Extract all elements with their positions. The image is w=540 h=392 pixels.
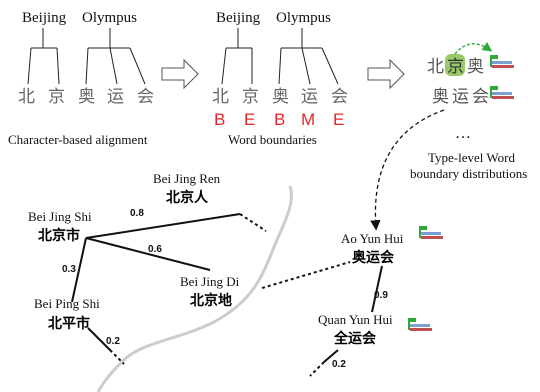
node-chinese: 奥运会	[352, 249, 395, 266]
panel1-char-4: 运	[107, 87, 124, 107]
panel3-ellipsis: …	[455, 125, 471, 142]
panel3-row1-char-2: 京	[447, 57, 464, 77]
node-chinese: 全运会	[333, 330, 377, 347]
flag	[421, 226, 427, 230]
node-chinese: 北京市	[38, 227, 80, 244]
node-chinese: 北京人	[166, 189, 209, 206]
node-pinyin: Bei Ping Shi	[34, 296, 100, 311]
flag	[410, 318, 416, 322]
bar-red	[492, 96, 514, 99]
panel2-characters: 北 京 奥 运 会	[212, 87, 348, 107]
node-bei-ping-shi: Bei Ping Shi 北平市	[34, 296, 100, 332]
highlight-arrow	[454, 41, 493, 55]
bar-blue	[492, 92, 512, 95]
panel3-row2-char-1: 奥	[432, 87, 449, 107]
distribution-glyphs	[408, 55, 514, 331]
node-quan-yun-hui: Quan Yun Hui 全运会	[318, 312, 393, 347]
panel1-char-5: 会	[137, 87, 154, 107]
step-arrow-2	[367, 58, 405, 90]
node-pinyin: Bei Jing Ren	[153, 171, 221, 186]
tag-5: E	[333, 110, 344, 129]
node-chinese: 北京地	[190, 292, 232, 309]
distribution-glyph	[408, 318, 432, 331]
weight-ao-quan: 0.9	[374, 290, 388, 301]
panel2-char-5: 会	[331, 87, 348, 107]
weight-shi-ren: 0.8	[130, 208, 144, 219]
tag-1: B	[214, 110, 225, 129]
distribution-glyph	[490, 86, 514, 99]
panel-character-alignment: Beijing Olympus 北 京 奥 运 会 Character-base…	[8, 10, 154, 147]
step-arrow-1	[161, 58, 199, 90]
weight-quan-out: 0.2	[332, 359, 346, 370]
flag-pole	[490, 86, 492, 98]
river	[96, 185, 293, 392]
tag-2: E	[244, 110, 255, 129]
tag-4: M	[301, 110, 315, 129]
panel2-caption: Word boundaries	[228, 132, 317, 147]
distribution-glyph	[490, 55, 514, 68]
panel1-char-2: 京	[48, 87, 65, 107]
panel1-caption: Character-based alignment	[8, 132, 148, 147]
panel3-row2-char-2: 运	[452, 87, 469, 107]
flag-pole	[408, 318, 410, 330]
panel3-row2-char-3: 会	[472, 87, 489, 107]
panel1-characters: 北 京 奥 运 会	[18, 87, 154, 107]
node-pinyin: Quan Yun Hui	[318, 312, 393, 327]
panel3-row1-char-1: 北	[427, 57, 444, 77]
weight-shi-di: 0.6	[148, 244, 162, 255]
panel1-char-1: 北	[18, 87, 35, 107]
node-pinyin: Ao Yun Hui	[341, 231, 404, 246]
panel2-word-beijing: Beijing	[216, 10, 261, 26]
panel-type-level-distributions: 北 京 奥 奥 运 会 … Type-level Word boundary d…	[410, 41, 527, 181]
tag-3: B	[274, 110, 285, 129]
bar-red	[410, 328, 432, 331]
highlight-char	[445, 54, 465, 76]
node-bei-jing-shi: Bei Jing Shi 北京市	[28, 209, 92, 244]
flag	[492, 55, 498, 59]
flag	[492, 86, 498, 90]
panel1-char-3: 奥	[78, 87, 95, 107]
panel1-word-beijing: Beijing	[22, 10, 67, 26]
bar-red	[492, 65, 514, 68]
panel2-alignment-lines	[221, 28, 339, 85]
bar-red	[421, 236, 443, 239]
panel1-alignment-lines	[27, 28, 146, 85]
panel3-caption-line2: boundary distributions	[410, 166, 527, 181]
panel2-char-3: 奥	[272, 87, 289, 107]
flag-pole	[490, 55, 492, 67]
panel2-char-1: 北	[212, 87, 229, 107]
bar-blue	[410, 324, 430, 327]
node-ao-yun-hui: Ao Yun Hui 奥运会	[341, 231, 404, 266]
panel2-boundary-tags: B E B M E	[214, 110, 344, 129]
panel3-caption-line1: Type-level Word	[428, 150, 515, 165]
node-pinyin: Bei Jing Shi	[28, 209, 92, 224]
node-bei-jing-ren: Bei Jing Ren 北京人	[153, 171, 221, 206]
panel-word-boundaries: Beijing Olympus 北 京 奥 运 会 B E B M E Wor	[212, 10, 348, 147]
node-bei-jing-di: Bei Jing Di 北京地	[180, 274, 240, 309]
weight-ping-out: 0.2	[106, 336, 120, 347]
bar-blue	[492, 61, 512, 64]
panel2-char-4: 运	[301, 87, 318, 107]
panel2-word-olympus: Olympus	[276, 10, 331, 26]
graph-edges	[71, 213, 383, 377]
panel2-char-2: 京	[242, 87, 259, 107]
panel3-row1-char-3: 奥	[467, 57, 484, 77]
flag-pole	[419, 226, 421, 238]
node-pinyin: Bei Jing Di	[180, 274, 240, 289]
bar-blue	[421, 232, 441, 235]
distribution-glyph	[419, 226, 443, 239]
weight-shi-ping: 0.3	[62, 264, 76, 275]
node-chinese: 北平市	[48, 315, 90, 332]
panel1-word-olympus: Olympus	[82, 10, 137, 26]
